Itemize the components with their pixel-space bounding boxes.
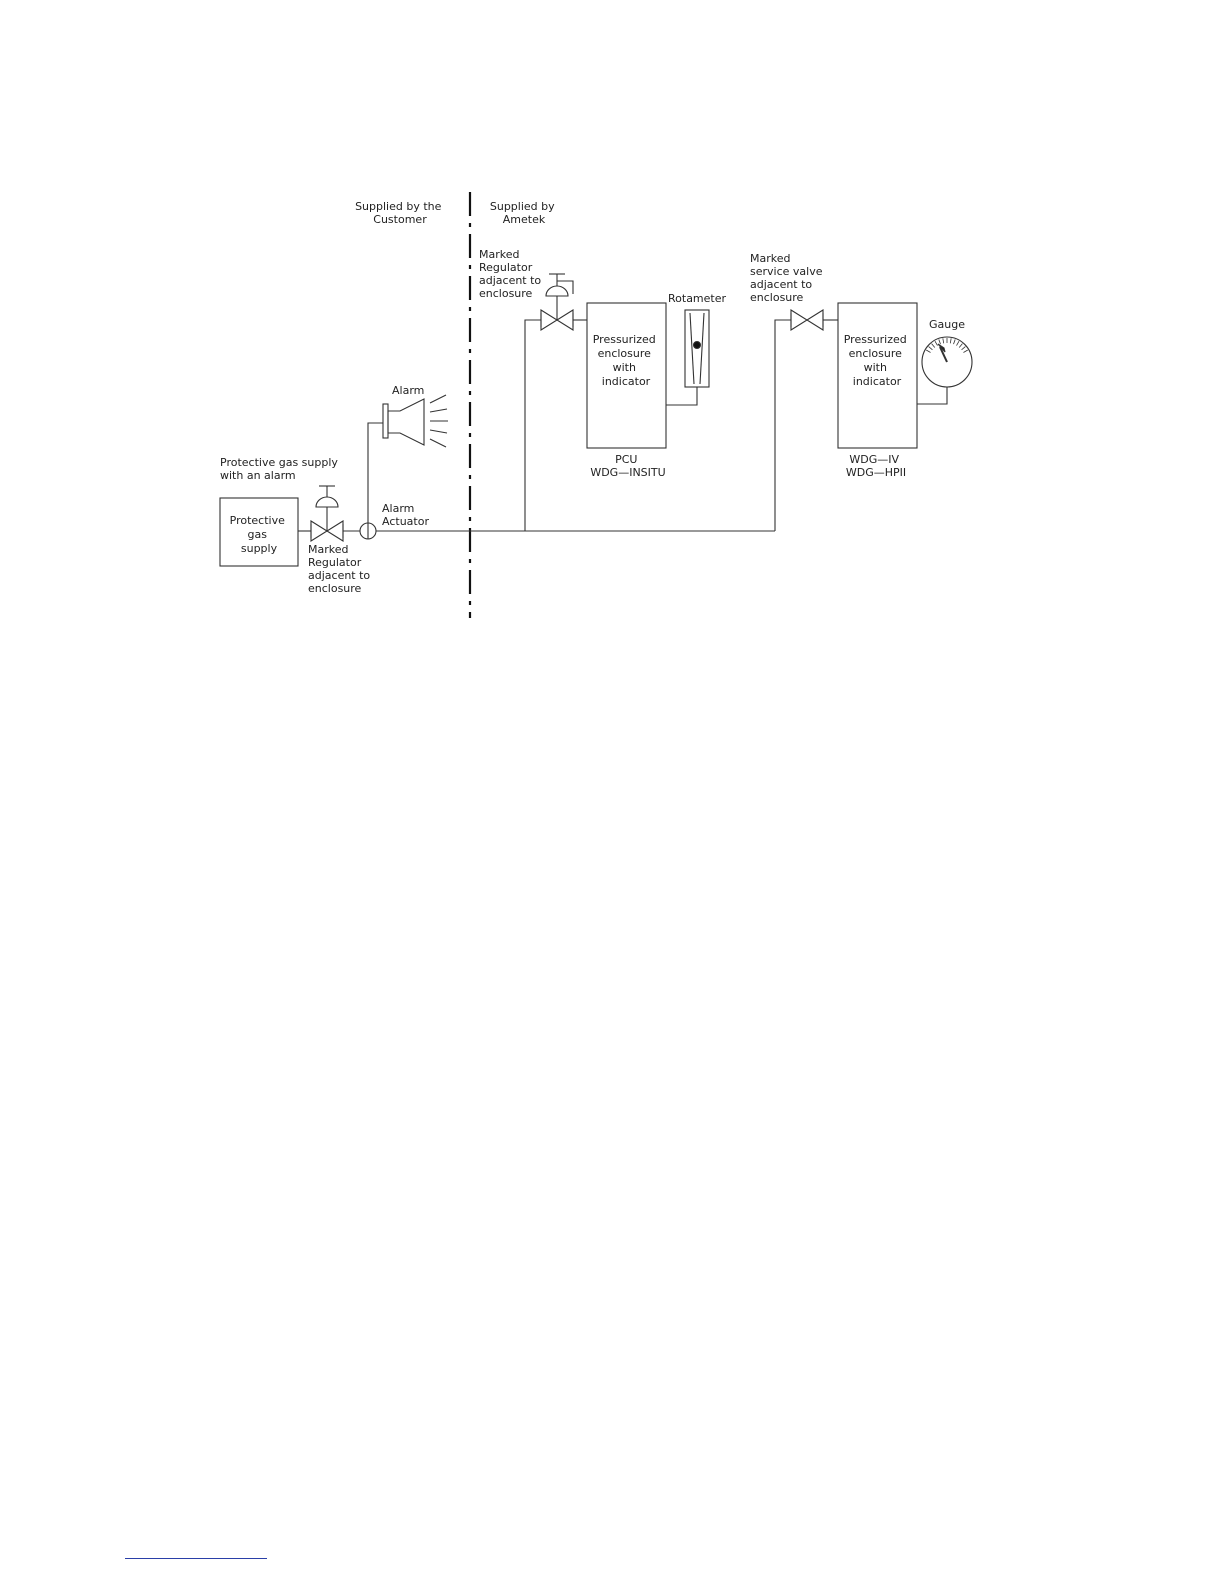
gauge-tick <box>956 341 960 346</box>
rotameter-label: Rotameter <box>668 292 726 305</box>
gauge-tick <box>926 349 931 353</box>
alarm-horn-icon <box>382 394 448 448</box>
gauge-tick <box>961 346 966 351</box>
model-2-label: WDG—IV WDG—HPII <box>846 453 906 479</box>
rotameter-icon <box>684 309 710 388</box>
supplied-by-ametek-label: Supplied by Ametek <box>490 200 558 226</box>
gauge-tick <box>958 343 963 348</box>
service-valve-label: Marked service valve adjacent to enclosu… <box>750 252 826 304</box>
pressurized-enclosure-2 <box>837 302 918 449</box>
gauge-tick <box>942 338 945 344</box>
gauge-tick <box>953 339 956 345</box>
protective-gas-supply-box <box>219 497 299 567</box>
gauge-pipe <box>917 387 948 405</box>
rotameter-pipe <box>666 387 698 406</box>
bottom-regulator-valve-icon <box>310 485 344 542</box>
bottom-regulator-label: Marked Regulator adjacent to enclosure <box>308 543 374 595</box>
protective-gas-supply-box-label: Protective gas supply <box>230 514 289 555</box>
protective-gas-supply-alarm-label: Protective gas supply with an alarm <box>220 456 341 482</box>
branch-pipe-enclosure1 <box>524 319 541 531</box>
gauge-tick <box>949 338 952 344</box>
gauge-tick <box>931 343 936 348</box>
top-regulator-bracket <box>557 280 574 294</box>
gauge-tick <box>928 346 933 351</box>
gauge-tick <box>938 339 941 345</box>
pressurized-enclosure-1 <box>586 302 667 449</box>
enclosure-2-label: Pressurized enclosure with indicator <box>844 333 911 388</box>
alarm-actuator-icon <box>359 522 377 540</box>
gauge-label: Gauge <box>929 318 965 331</box>
top-regulator-valve-icon <box>540 273 574 331</box>
service-valve-icon <box>790 309 824 331</box>
model-1-label: PCU WDG—INSITU <box>590 453 665 479</box>
enclosure-1-label: Pressurized enclosure with indicator <box>593 333 660 388</box>
alarm-label: Alarm <box>392 384 424 397</box>
gauge-tick <box>934 341 938 346</box>
alarm-actuator-label: Alarm Actuator <box>382 502 429 528</box>
footnote-rule <box>125 1558 267 1559</box>
gauge-icon <box>921 336 973 388</box>
gauge-tick <box>963 349 968 353</box>
gauge-ticks <box>926 338 968 353</box>
top-regulator-label: Marked Regulator adjacent to enclosure <box>479 248 545 300</box>
branch-pipe-enclosure2 <box>774 319 791 531</box>
supplied-by-customer-label: Supplied by the Customer <box>355 200 445 226</box>
alarm-signal-line <box>367 422 383 523</box>
